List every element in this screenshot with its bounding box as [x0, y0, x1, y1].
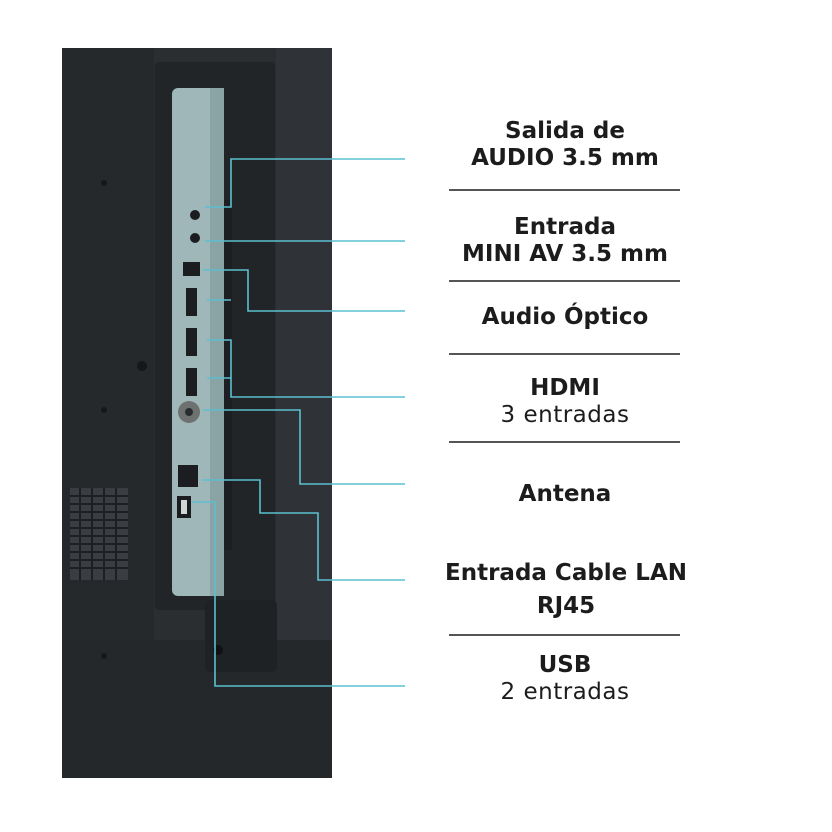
label-mini-av: Entrada MINI AV 3.5 mm	[440, 214, 690, 268]
label-audio-out-line2: AUDIO 3.5 mm	[471, 145, 659, 171]
label-optical-line1: Audio Óptico	[481, 304, 649, 330]
vent-grille	[70, 488, 128, 580]
label-mini-av-line2: MINI AV 3.5 mm	[462, 241, 668, 267]
callout-lines	[192, 158, 405, 687]
stand	[205, 600, 277, 672]
label-audio-out: Salida de AUDIO 3.5 mm	[440, 118, 690, 172]
label-lan-line2: RJ45	[536, 593, 596, 619]
label-antenna-line1: Antena	[518, 481, 612, 507]
label-lan-line1: Entrada Cable LAN	[445, 560, 687, 586]
label-audio-out-line1: Salida de	[505, 118, 625, 144]
optical-port	[183, 262, 200, 276]
hdmi-ports	[186, 288, 197, 396]
label-usb-line1: USB	[538, 652, 592, 678]
label-usb-line2: 2 entradas	[500, 679, 630, 705]
label-hdmi-line2: 3 entradas	[500, 402, 630, 428]
audio-out-jack	[190, 210, 200, 220]
label-optical: Audio Óptico	[440, 304, 690, 331]
label-mini-av-line1: Entrada	[514, 214, 616, 240]
label-hdmi-line1: HDMI	[530, 375, 600, 401]
lan-port	[178, 465, 198, 487]
label-antenna: Antena	[440, 481, 690, 508]
separator	[449, 441, 680, 443]
label-hdmi: HDMI 3 entradas	[440, 375, 690, 428]
separator	[449, 189, 680, 191]
mini-av-jack	[190, 233, 200, 243]
separator	[449, 280, 680, 282]
label-lan: Entrada Cable LAN RJ45	[436, 560, 696, 620]
separator	[449, 353, 680, 355]
separator	[449, 634, 680, 636]
label-usb: USB 2 entradas	[440, 652, 690, 705]
